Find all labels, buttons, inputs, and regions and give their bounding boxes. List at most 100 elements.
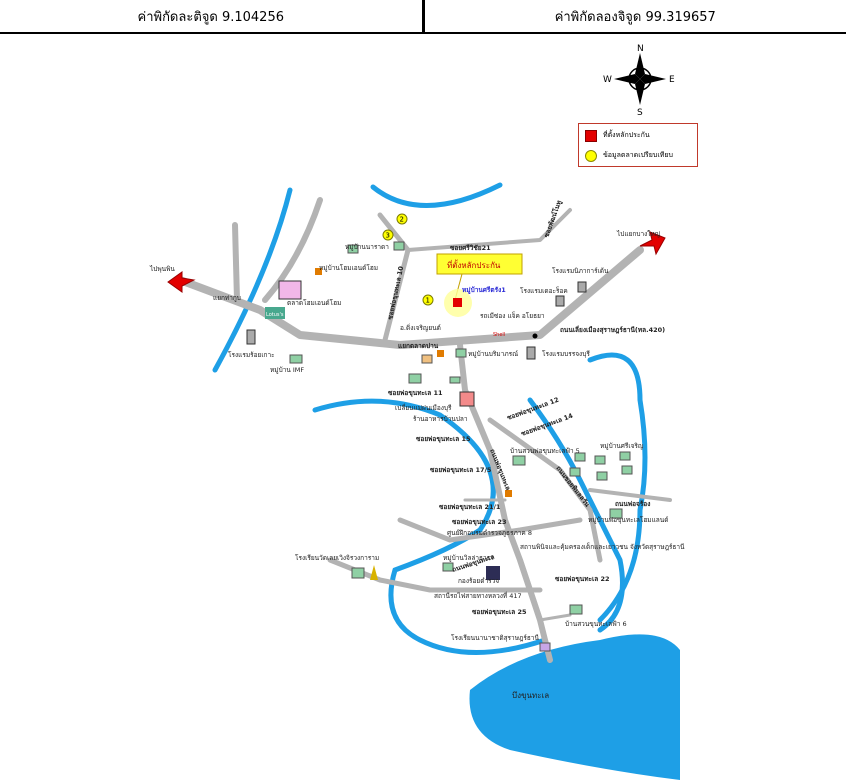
house-icon xyxy=(594,455,606,465)
label-bueng: บึงขุนทะเล xyxy=(512,691,549,700)
hotel-icon xyxy=(246,329,256,345)
road-north-arc xyxy=(262,197,323,303)
temple-icon xyxy=(351,567,365,579)
lotus-label: Lotus's xyxy=(266,312,284,318)
label-plian-mae: เปลี่ยนแม่ฝนเมืองบุรี xyxy=(395,403,452,412)
label-moo-home: หมู่บ้านโฮมเอนด์โฮม xyxy=(319,264,378,272)
label-sathani: สถานพินิจและคุ้มครองเด็กและเยาวชน จังหวั… xyxy=(520,542,685,551)
lotus-logo xyxy=(265,307,285,319)
label-soi-sri-wichai: ซอยศรีวิชัย21 xyxy=(450,244,491,252)
seven-eleven-icon xyxy=(505,490,512,497)
hotel-icon xyxy=(577,281,587,293)
market-marker-2[interactable] xyxy=(396,213,408,225)
label-moo-boriman: หมู่บ้านบริมาภรณ์ xyxy=(468,350,518,358)
market-marker-3-label: 3 xyxy=(386,232,390,240)
label-soi-pho-25: ซอยพ่อขุนทะเล 25 xyxy=(472,608,527,616)
market-marker-2-label: 2 xyxy=(400,216,404,224)
label-yaek-pak-pan: แยกตลาดปาน xyxy=(398,342,439,350)
canal-left xyxy=(212,187,293,373)
school-icon xyxy=(539,642,551,652)
house-icon xyxy=(569,604,583,615)
label-rong-thep: โรงแรมร้อยเกาะ xyxy=(228,351,275,359)
label-pai-phun-phin: ไปพุนพิน xyxy=(149,265,175,273)
label-soi-pho-17: ซอยพ่อขุนทะเล 17/5 xyxy=(430,466,492,474)
house-icon xyxy=(596,471,608,481)
label-moo-sri-trang: หมู่บ้านศรีตรัง1 xyxy=(462,285,506,295)
label-moo-chon-thara: หมู่บ้านวิลล่าธารา xyxy=(443,554,494,562)
label-rong-rian: โรงเรียนวัดเลยเวิงจิรวงการาม xyxy=(295,554,379,562)
water-layer xyxy=(212,182,648,655)
seven-eleven-icon xyxy=(437,350,444,357)
house-icon xyxy=(421,354,433,364)
label-pai-bang-yai: ไปแยกบางใหญ่ xyxy=(616,230,661,238)
hotel-icon xyxy=(526,346,536,360)
house-icon xyxy=(619,451,631,461)
compass-w: W xyxy=(603,75,612,85)
house-icon xyxy=(569,467,581,477)
market-marker-3[interactable] xyxy=(382,229,394,241)
market-marker-1[interactable] xyxy=(422,294,434,306)
arrow-west-icon xyxy=(167,271,196,293)
collateral-callout-box xyxy=(436,253,523,275)
label-soi-pho-22: ซอยพ่อขุนทะเล 22 xyxy=(555,575,610,583)
label-suk-8: ศูนย์ฝึกอบรมตำรวจภูธรภาค 8 xyxy=(447,529,532,537)
road-soi-sri-wichai xyxy=(406,208,572,252)
house-icon xyxy=(449,376,461,384)
road-local-2 xyxy=(538,613,572,622)
pagoda-icon xyxy=(370,565,378,580)
label-ran-ahan: ร้านอาหารบ้านปลา xyxy=(413,415,468,423)
house-icon xyxy=(609,508,623,519)
legend-market-swatch xyxy=(585,149,597,162)
label-ban-suan-6: บ้านสวนขุนทะเลฟ้า 6 xyxy=(565,620,627,628)
label-rong-rian-2: โรงเรียนนานาชาติสุราษฎร์ธานี xyxy=(451,634,539,642)
house-icon xyxy=(455,348,467,358)
building-icons: Lotus's Shell xyxy=(246,241,633,652)
label-soi-pho-11: ซอยพ่อขุนทะเล 11 xyxy=(388,389,443,397)
road-pho-khun-thale-east xyxy=(487,417,603,563)
legend-market-label: ข้อมูลตลาดเปรียบเทียบ xyxy=(603,151,673,159)
latitude-cell: ค่าพิกัดละติจูด 9.104256 xyxy=(137,9,285,25)
arrow-east-icon xyxy=(639,231,666,256)
legend-collateral-label: ที่ตั้งหลักประกัน xyxy=(603,131,650,139)
legend-row-market: ข้อมูลตลาดเปรียบเทียบ xyxy=(579,147,697,164)
label-soi-pho-23: ซอยพ่อขุนทะเล 23 xyxy=(452,518,507,526)
coordinate-header: ค่าพิกัดละติจูด 9.104256 ค่าพิกัดลองจิจู… xyxy=(0,0,846,34)
compass-e: E xyxy=(669,75,675,85)
longitude-cell: ค่าพิกัดลองจิจูด 99.319657 xyxy=(421,0,846,32)
road-420 xyxy=(176,246,644,349)
label-o-charoen: อ.ดิ่งเจริญยนต์ xyxy=(400,323,441,332)
label-thanon-chon: ถนนเลี่ยงเมืองสุราษฎร์ธานี(ทล.420) xyxy=(560,324,665,334)
hotel-icon xyxy=(555,295,565,307)
house-icon xyxy=(621,465,633,475)
seven-eleven-icon xyxy=(315,268,322,275)
map-legend: ที่ตั้งหลักประกัน ข้อมูลตลาดเปรียบเทียบ xyxy=(578,123,698,167)
house-icon xyxy=(393,241,405,251)
river-far-right xyxy=(587,352,648,623)
map-labels: ไปพุนพิน ไปแยกบางใหญ่ แยกท่ากูบ ตลาดโฮมเ… xyxy=(149,230,685,700)
label-rong-rex: โรงแรมเดอะร็อค xyxy=(520,286,568,295)
house-icon xyxy=(442,562,454,572)
river-main xyxy=(312,398,548,655)
legend-collateral-swatch xyxy=(585,129,597,142)
label-moo-imf: หมู่บ้าน IMF xyxy=(270,366,304,374)
label-moo-narada: หมู่บ้านนาราดา xyxy=(345,243,389,251)
legend-row-collateral: ที่ตั้งหลักประกัน xyxy=(579,127,697,144)
compass-n: N xyxy=(637,44,644,54)
market-icon xyxy=(278,280,302,300)
label-rong-banburi: โรงแรมบรรจงบุรี xyxy=(542,350,590,358)
label-yaek-tha-kup: แยกท่ากูบ xyxy=(213,294,241,302)
label-ban-suan-5: บ้านสวนพ่อขุนทะเลฟ้า 5 xyxy=(510,447,580,455)
label-talad-home: ตลาดโฮมเอนด์โฮม xyxy=(287,299,341,307)
restaurant-icon xyxy=(459,391,475,407)
junction-dot xyxy=(532,333,538,339)
label-soi-pho-14: ซอยพ่อขุนทะเล 14 xyxy=(520,412,574,438)
market-marker-1-label: 1 xyxy=(426,297,430,305)
collateral-callout-text: ที่ตั้งหลักประกัน xyxy=(447,259,501,270)
house-icon xyxy=(512,455,526,466)
collateral-marker[interactable] xyxy=(453,298,462,307)
label-thanon-jong: ถนนพ่อจร้อง xyxy=(615,499,650,508)
label-soi-pho-10: ซอยพ่อขุนทะเล 10 xyxy=(386,265,405,320)
location-map[interactable]: N S E W ที่ตั้งหลักประกัน 2 3 1 Lotus's xyxy=(0,36,846,783)
house-icon xyxy=(347,244,359,254)
compass-rose-icon: N S E W xyxy=(603,44,675,118)
